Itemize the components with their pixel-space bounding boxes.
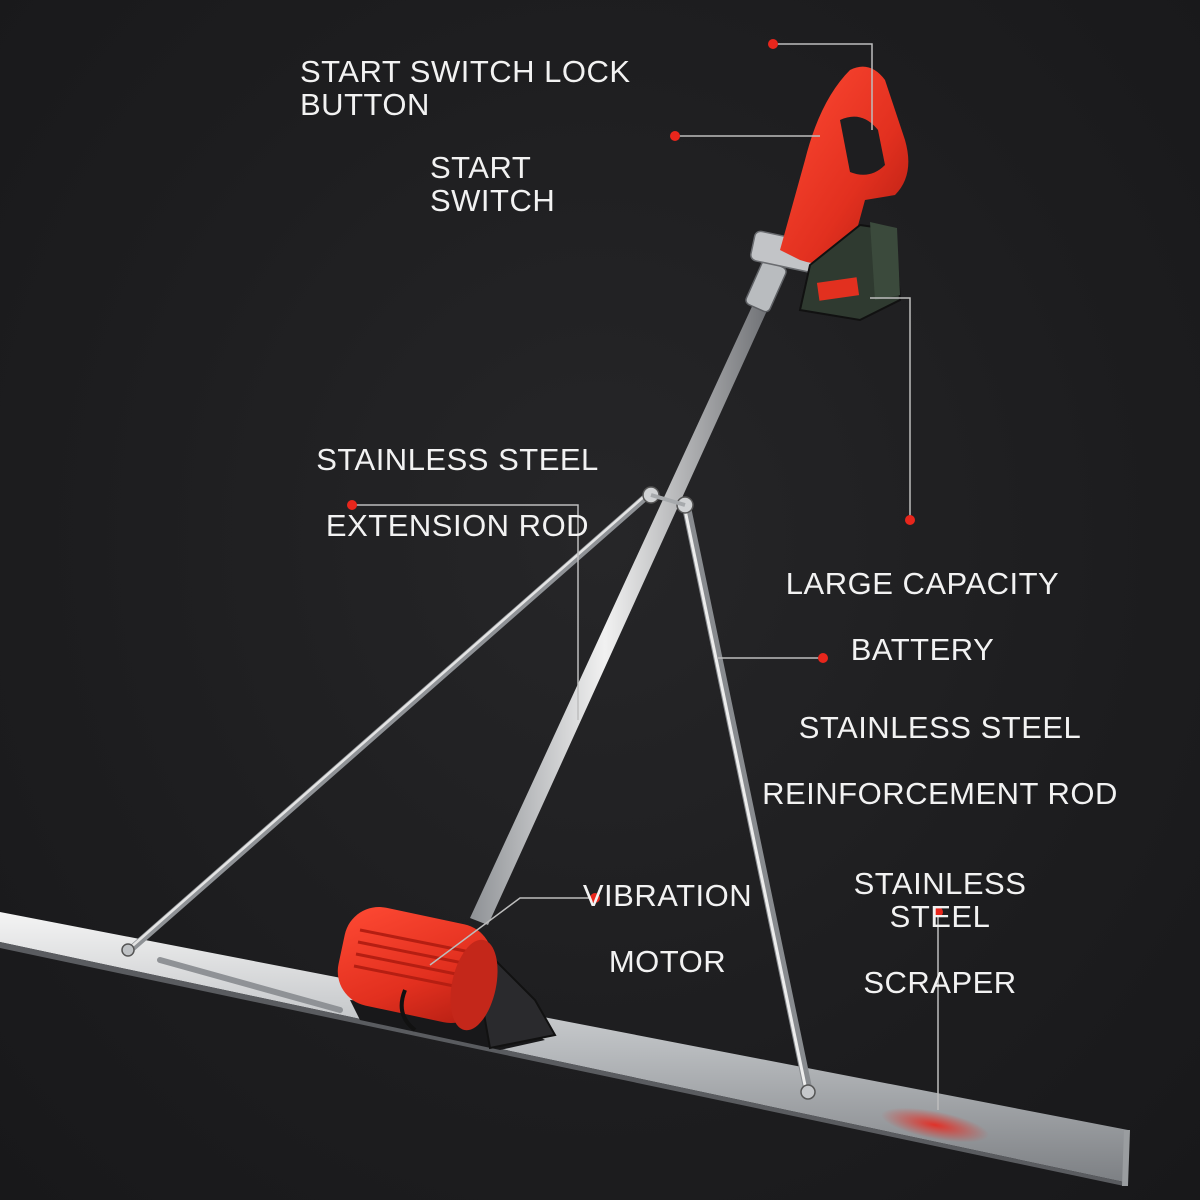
label-start-switch: START SWITCH: [430, 118, 665, 250]
label-text: START SWITCH: [430, 150, 556, 218]
reinforcement-rod: [681, 500, 816, 1100]
label-line-1: LARGE CAPACITY: [785, 566, 1060, 601]
leader-lines: [352, 43, 939, 1110]
label-line-1: STAINLESS STEEL: [316, 442, 599, 477]
label-text: START SWITCH LOCK BUTTON: [300, 54, 631, 122]
label-line-1: STAINLESS STEEL: [798, 710, 1082, 745]
left-brace-rod: [121, 491, 652, 1013]
label-line-1: STAINLESS STEEL: [853, 866, 1027, 934]
battery-pack: [798, 222, 902, 322]
rod-clamp: [642, 486, 694, 514]
label-line-2: MOTOR: [608, 944, 727, 979]
handle-assembly: [750, 66, 909, 322]
callout-dots: [347, 39, 943, 917]
label-line-2: SCRAPER: [863, 965, 1017, 1000]
vibration-motor-body: [337, 907, 557, 1050]
label-extension-rod: STAINLESS STEEL EXTENSION ROD: [310, 410, 605, 575]
label-reinforcement-rod: STAINLESS STEEL REINFORCEMENT ROD: [760, 678, 1120, 843]
label-start-switch-lock-button: START SWITCH LOCK BUTTON: [300, 22, 765, 154]
label-line-2: BATTERY: [850, 632, 995, 667]
scraper-blade: [0, 912, 1130, 1186]
label-vibration-motor: VIBRATION MOTOR: [570, 846, 765, 1011]
label-line-1: VIBRATION: [582, 878, 753, 913]
label-battery: LARGE CAPACITY BATTERY: [780, 534, 1065, 699]
label-line-2: EXTENSION ROD: [325, 508, 590, 543]
main-extension-rod: [470, 259, 787, 925]
label-line-2: REINFORCEMENT ROD: [762, 776, 1118, 811]
label-scraper: STAINLESS STEEL SCRAPER: [800, 834, 1080, 1032]
